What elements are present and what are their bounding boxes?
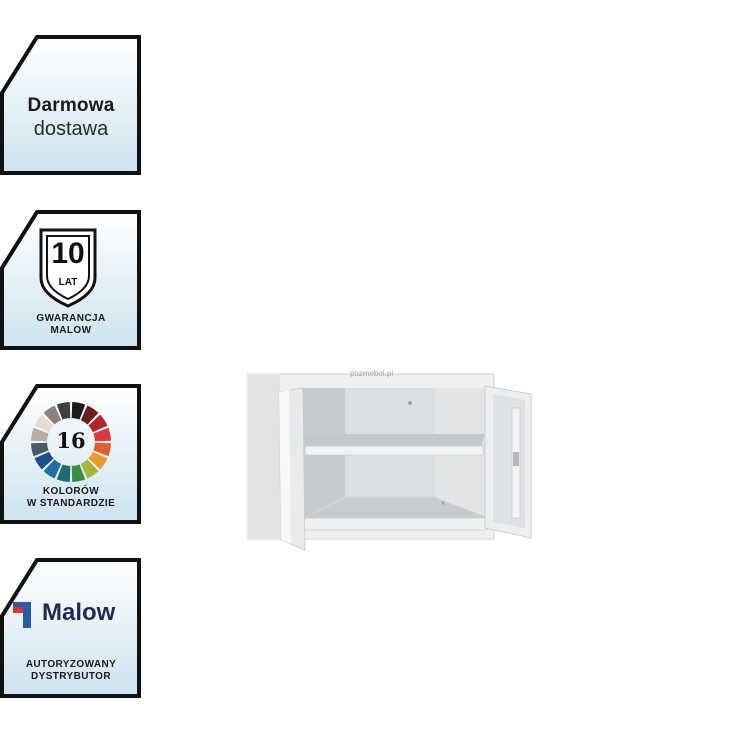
color-swatch xyxy=(80,405,99,425)
delivery-line1: Darmowa xyxy=(27,95,115,116)
delivery-line2: dostawa xyxy=(33,118,109,140)
badge-frame xyxy=(0,384,141,524)
malow-logo-icon xyxy=(13,602,31,628)
badge-colors: 16 KOLORÓW W STANDARDZIE xyxy=(0,384,142,524)
badge-frame xyxy=(0,558,141,698)
distributor-caption-line2: DYSTRYBUTOR xyxy=(31,671,111,682)
color-swatch xyxy=(31,442,49,457)
warranty-years: 10 xyxy=(51,237,85,270)
badge-distributor: Malow AUTORYZOWANY DYSTRYBUTOR xyxy=(0,558,142,698)
brand-name: Malow xyxy=(42,599,116,626)
color-swatch xyxy=(43,459,62,479)
color-count: 16 xyxy=(56,428,86,453)
color-swatch xyxy=(93,427,111,442)
shield-icon: 10 LAT xyxy=(37,226,99,313)
color-swatch xyxy=(34,451,54,470)
color-swatch xyxy=(88,414,108,433)
colors-caption-line2: W STANDARDZIE xyxy=(26,498,116,509)
warranty-caption-line2: MALOW xyxy=(50,325,92,336)
color-swatch xyxy=(31,427,49,442)
color-swatch xyxy=(56,402,71,420)
distributor-caption: AUTORYZOWANY DYSTRYBUTOR xyxy=(0,659,142,683)
color-swatch xyxy=(71,464,86,482)
warranty-caption-line1: GWARANCJA xyxy=(36,313,106,324)
badge-warranty: 10 LAT GWARANCJA MALOW xyxy=(0,210,142,350)
color-swatch xyxy=(34,414,54,433)
colors-caption: KOLORÓW W STANDARDZIE xyxy=(0,486,142,510)
warranty-unit: LAT xyxy=(58,277,78,288)
color-swatch xyxy=(56,464,71,482)
watermark: pozmebel.pl xyxy=(350,369,394,378)
color-swatch xyxy=(43,405,62,425)
distributor-caption-line1: AUTORYZOWANY xyxy=(25,659,117,670)
colors-caption-line1: KOLORÓW xyxy=(42,486,100,497)
color-swatch xyxy=(93,442,111,457)
badge-free-delivery: Darmowa dostawa xyxy=(0,35,142,175)
color-swatch xyxy=(71,402,86,420)
color-swatch xyxy=(80,459,99,479)
cabinet-image xyxy=(247,373,532,551)
color-swatch xyxy=(88,451,108,470)
color-wheel-icon: 16 xyxy=(29,400,113,489)
badge-frame xyxy=(0,35,141,175)
warranty-caption: GWARANCJA MALOW xyxy=(0,313,142,337)
